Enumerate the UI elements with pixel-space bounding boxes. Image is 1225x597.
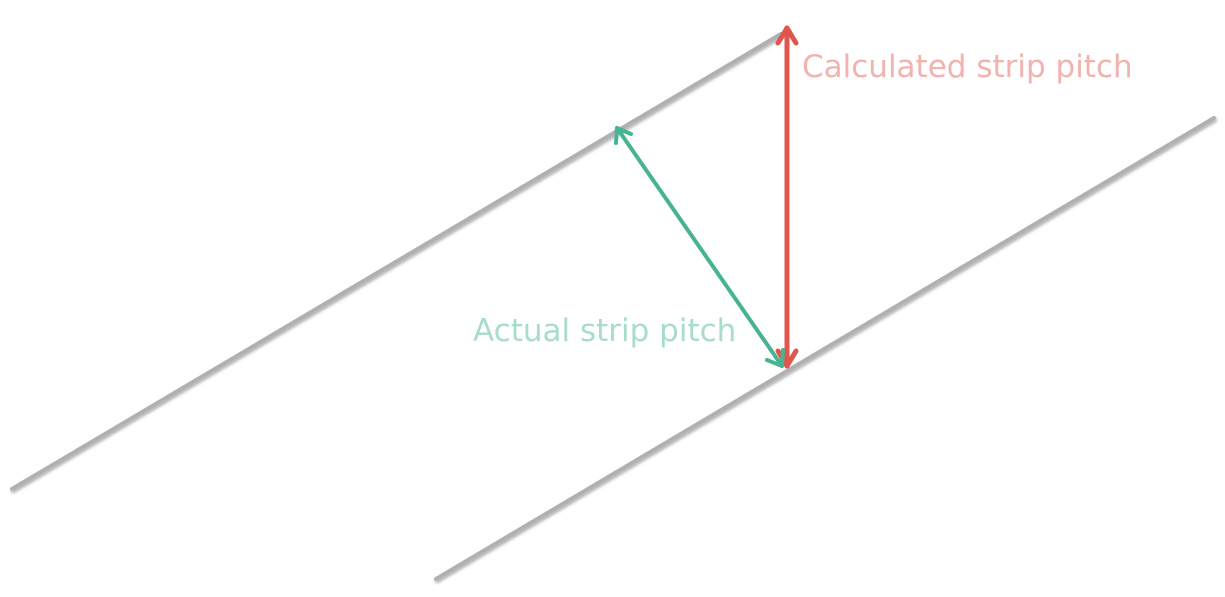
actual-pitch-arrow (614, 126, 785, 368)
calculated-arrowhead-top-icon (775, 25, 799, 46)
actual-strip-pitch-label: Actual strip pitch (473, 313, 737, 349)
actual-arrowhead-bottom-icon (765, 348, 785, 368)
upper-strip-line (10, 32, 783, 491)
lower-strip-line (434, 116, 1216, 581)
calculated-strip-pitch-label: Calculated strip pitch (802, 49, 1133, 85)
actual-arrowhead-top-icon (614, 126, 633, 145)
calculated-pitch-arrow (775, 25, 799, 369)
